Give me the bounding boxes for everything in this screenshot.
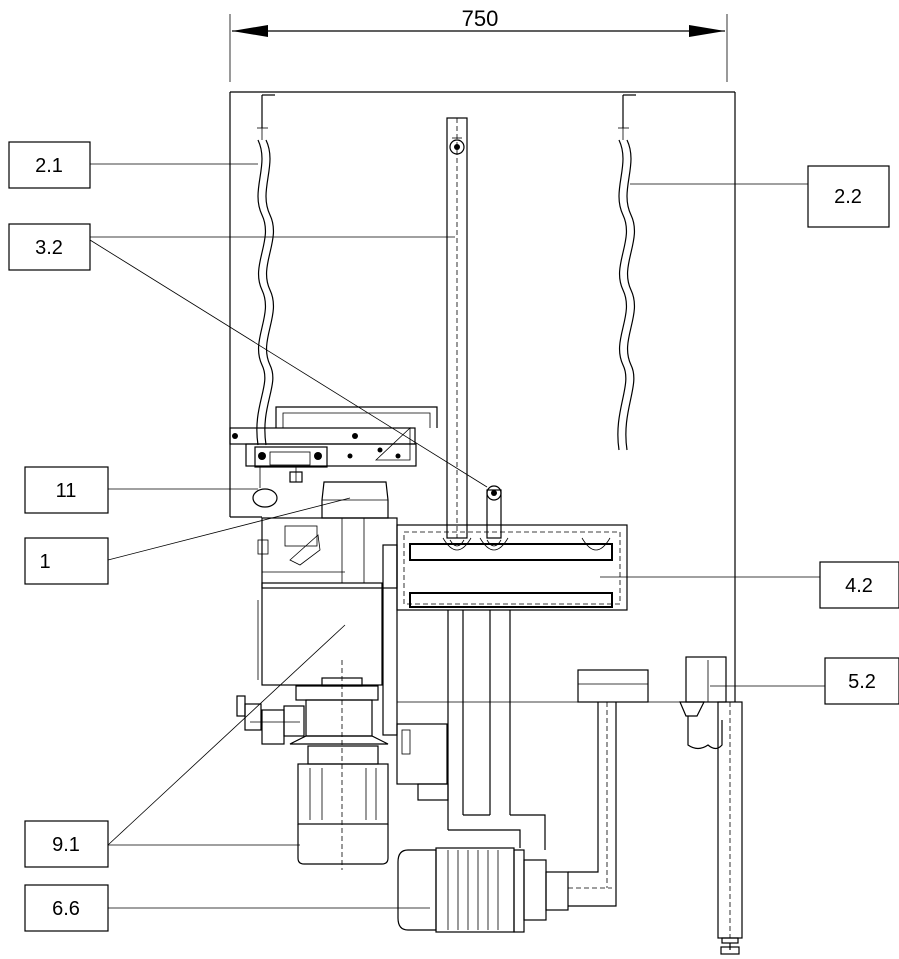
right-hose: [617, 139, 636, 451]
right-hanger: [618, 94, 636, 140]
callout-label: 1: [39, 551, 50, 573]
callout-label: 6.6: [52, 898, 80, 920]
callout-2-1: 2.1: [8, 141, 91, 189]
callout-2-2: 2.2: [807, 165, 890, 228]
side-fitting: [236, 695, 305, 745]
width-dimension: 750: [229, 6, 728, 82]
cabinet-outline: [229, 91, 736, 703]
mounting-bracket: [229, 406, 438, 483]
callout-1: 1: [24, 537, 109, 585]
item-5-2: [679, 656, 743, 955]
left-hose: [256, 139, 275, 446]
callout-4-2: 4.2: [819, 561, 899, 609]
tray: [396, 524, 628, 611]
callout-label: 2.1: [35, 155, 63, 177]
pump-head: [321, 481, 389, 519]
left-hanger: [257, 94, 275, 140]
callout-label: 9.1: [52, 834, 80, 856]
dimension-value: 750: [462, 6, 499, 31]
motor-outlet-pipe: [568, 669, 649, 907]
pump-outlet: [396, 723, 449, 801]
callout-label: 3.2: [35, 237, 63, 259]
motor-6-6: [397, 847, 612, 933]
adjustment-knob: [252, 466, 278, 508]
leader-lines: [89, 163, 825, 909]
callout-11: 11: [24, 466, 109, 514]
callout-9-1: 9.1: [24, 820, 109, 868]
callout-5-2: 5.2: [824, 657, 899, 705]
vertical-pipe: [446, 117, 468, 547]
lower-motor: [297, 745, 389, 865]
pump-flange: [289, 660, 389, 870]
callout-3-2: 3.2: [8, 223, 91, 271]
callout-label: 5.2: [848, 671, 876, 693]
tray-valve: [486, 485, 502, 547]
callout-label: 4.2: [845, 575, 873, 597]
callout-label: 2.2: [834, 186, 862, 208]
pump-body: [257, 517, 398, 736]
drain-pipes: [447, 610, 546, 850]
callout-label: 11: [56, 480, 77, 502]
callout-6-6: 6.6: [24, 884, 109, 932]
